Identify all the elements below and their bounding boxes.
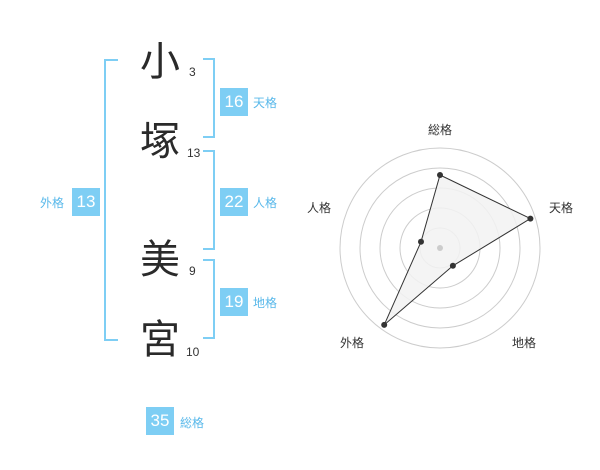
stroke-count-2: 13 [187,146,201,160]
stroke-count-1: 3 [189,65,196,79]
jinkaku-label: 人格 [253,196,278,210]
stroke-count-4: 10 [186,345,200,359]
radar-axis-label-chikaku: 地格 [512,335,536,350]
radar-axis-label-tenkaku: 天格 [549,200,573,215]
radar-point-chikaku [449,262,456,269]
radar-point-tenkaku [527,215,534,222]
gaikaku-badge: 13 [72,188,100,216]
soukaku-label: 総格 [180,416,205,430]
name-char-4: 宮 [140,317,180,363]
name-char-1: 小 [140,39,180,85]
tenkaku-bracket [203,58,215,138]
name-char-2: 塚 [140,119,180,165]
chikaku-badge: 19 [220,288,248,316]
stroke-count-3: 9 [189,264,196,278]
gaikaku-label: 外格 [40,196,65,210]
jinkaku-badge: 22 [220,188,248,216]
radar-axis-label-soukaku: 総格 [428,122,452,137]
tenkaku-badge: 16 [220,88,248,116]
gaikaku-bracket [104,59,118,341]
radar-point-soukaku [437,172,443,178]
chikaku-bracket [203,259,215,339]
soukaku-badge: 35 [146,407,174,435]
radar-axis-label-gaikaku: 外格 [340,335,364,350]
name-char-3: 美 [140,237,180,283]
jinkaku-bracket [203,150,215,250]
chikaku-label: 地格 [253,296,278,310]
radar-point-gaikaku [381,321,388,328]
radar-polygon [383,174,532,326]
radar-center-dot [437,245,443,251]
radar-point-jinkaku [418,238,424,245]
radar-axis-label-jinkaku: 人格 [307,200,331,215]
tenkaku-label: 天格 [253,96,278,110]
